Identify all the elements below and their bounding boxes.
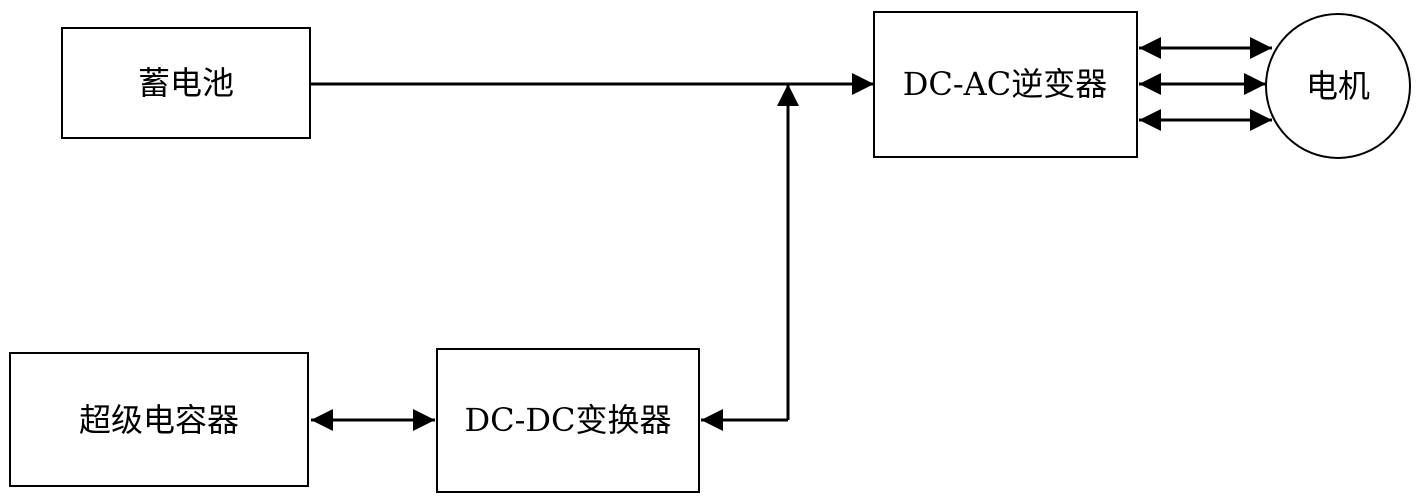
battery-node[interactable]: 蓄电池	[61, 27, 311, 139]
battery-label: 蓄电池	[138, 64, 234, 102]
motor-circle	[1265, 13, 1411, 159]
motor-node[interactable]: 电机	[1265, 13, 1411, 159]
motor-label: 电机	[1306, 67, 1370, 105]
supercapacitor-node[interactable]: 超级电容器	[9, 352, 309, 487]
dcdc-converter-label: DC-DC变换器	[464, 401, 671, 439]
inverter-node[interactable]: DC-AC逆变器	[873, 11, 1138, 158]
battery-box	[61, 27, 311, 139]
supercapacitor-box	[9, 352, 309, 487]
inverter-box	[873, 11, 1138, 158]
dcdc-converter-node[interactable]: DC-DC变换器	[436, 348, 700, 493]
dcdc-converter-box	[436, 348, 700, 493]
supercapacitor-label: 超级电容器	[79, 401, 239, 439]
inverter-label: DC-AC逆变器	[903, 65, 1108, 103]
